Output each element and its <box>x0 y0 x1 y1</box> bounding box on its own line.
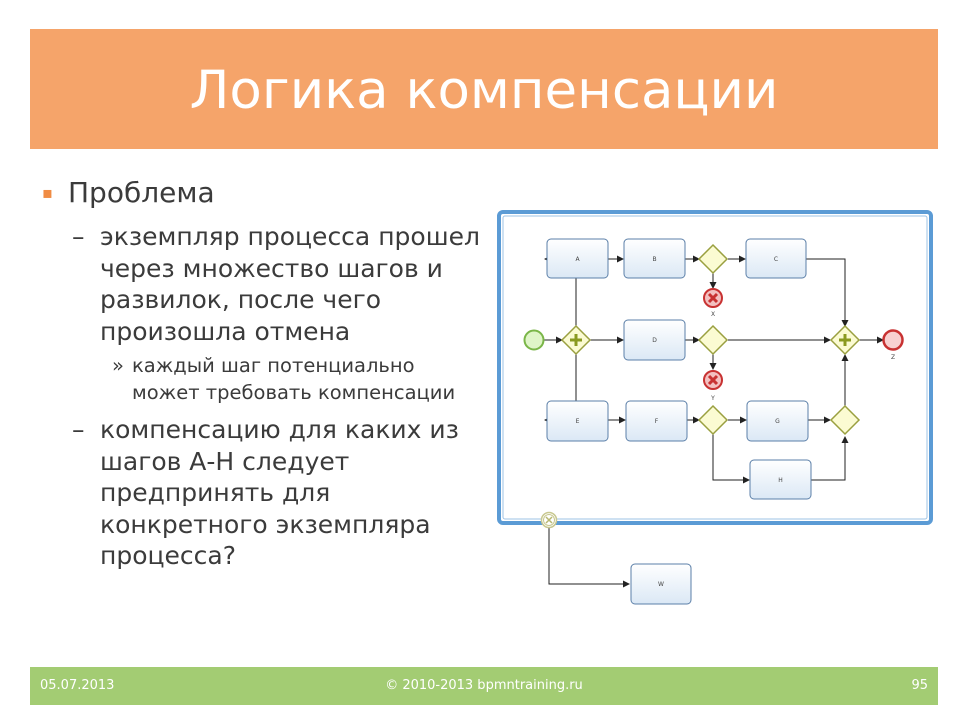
exclusive-gateway-2 <box>697 324 729 356</box>
bullet-list: ▪ Проблема – экземпляр процесса прошел ч… <box>40 175 480 578</box>
task-label: F <box>655 418 659 425</box>
cancel-end-event-icon: X <box>703 288 723 318</box>
cancel-end-event-icon: Y <box>703 370 723 402</box>
boundary-cancel-event-icon <box>540 511 558 529</box>
bullet-level1: ▪ Проблема <box>40 175 480 211</box>
bullet-level2: – экземпляр процесса прошел через множес… <box>40 221 480 347</box>
cancel-event-label: Y <box>710 395 715 402</box>
end-event-label: Z <box>891 354 895 361</box>
bullet-text: компенсацию для каких из шагов А-Н следу… <box>100 415 459 570</box>
exclusive-gateway-join <box>829 404 861 436</box>
task-label: H <box>778 477 783 484</box>
page-number: 95 <box>911 678 928 693</box>
task-label: C <box>774 256 778 263</box>
task-f[interactable]: F <box>625 400 688 442</box>
task-label: W <box>658 581 664 588</box>
bullet-text: каждый шаг потенциально может требовать … <box>132 354 456 404</box>
bullet-chevron-icon: » <box>112 354 124 377</box>
bullet-square-icon: ▪ <box>42 183 53 202</box>
title-bar: Логика компенсации <box>30 29 938 149</box>
task-label: A <box>575 256 580 263</box>
bullet-level3: » каждый шаг потенциально может требоват… <box>40 353 480 406</box>
bullet-text: экземпляр процесса прошел через множеств… <box>100 222 480 346</box>
task-a[interactable]: A <box>546 238 609 279</box>
footer-date: 05.07.2013 <box>40 678 115 693</box>
subprocess-frame <box>497 210 933 525</box>
exclusive-gateway-1 <box>697 243 729 275</box>
task-w[interactable]: W <box>630 563 692 605</box>
start-event-icon <box>523 329 545 351</box>
parallel-gateway-split <box>560 324 592 356</box>
task-e[interactable]: E <box>546 400 609 442</box>
task-label: B <box>652 256 656 263</box>
exclusive-gateway-3 <box>697 404 729 436</box>
parallel-gateway-join <box>829 324 861 356</box>
bullet-dash-icon: – <box>72 415 85 444</box>
task-b[interactable]: B <box>623 238 686 279</box>
task-g[interactable]: G <box>746 400 809 442</box>
task-label: E <box>576 418 580 425</box>
slide-title: Логика компенсации <box>189 60 779 121</box>
bullet-text: Проблема <box>68 176 215 209</box>
footer-bar: 05.07.2013 © 2010-2013 bpmntraining.ru 9… <box>30 667 938 705</box>
bullet-level2: – компенсацию для каких из шагов А-Н сле… <box>40 414 480 572</box>
task-h[interactable]: H <box>749 459 812 500</box>
end-event-icon <box>882 329 904 351</box>
footer-copyright: © 2010-2013 bpmntraining.ru <box>385 678 583 693</box>
task-d[interactable]: D <box>623 319 686 361</box>
bullet-dash-icon: – <box>72 222 85 251</box>
task-label: D <box>652 337 657 344</box>
task-label: G <box>775 418 780 425</box>
cancel-event-label: X <box>711 311 715 318</box>
task-c[interactable]: C <box>745 238 807 279</box>
